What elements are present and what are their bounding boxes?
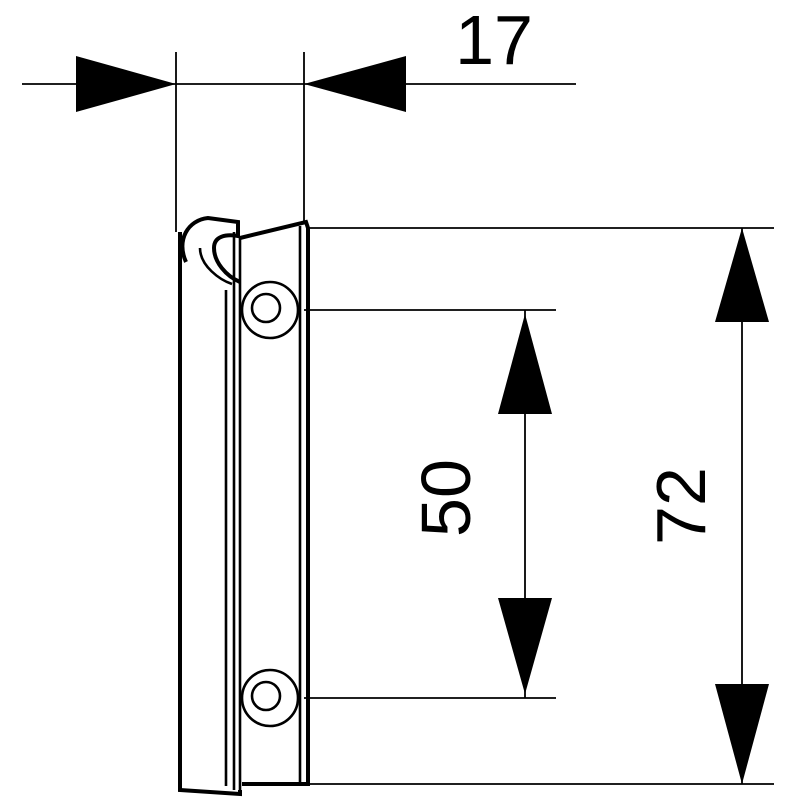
mounting-hole-top-inner [250,292,282,324]
handle-profile [178,215,310,797]
handle-hook-inner [198,247,233,286]
mounting-hole-bottom-inner [250,680,282,712]
dimension-total-height: 72 [308,227,774,785]
width-dimension-label: 17 [455,1,533,79]
height-dimension-label: 72 [642,467,720,545]
hole-spacing-arrow-bottom [498,598,552,694]
height-arrow-top [715,228,769,322]
dimension-width: 17 [22,1,576,232]
dimension-hole-spacing: 50 [304,309,556,699]
width-arrow-right [304,56,406,112]
hole-spacing-dimension-label: 50 [407,459,485,537]
height-arrow-bottom [715,684,769,784]
mounting-hole-bottom-outer [240,668,300,728]
width-arrow-left [76,56,176,112]
mounting-hole-top-outer [240,280,300,340]
handle-body-outline [178,232,242,797]
hole-spacing-arrow-top [498,314,552,414]
handle-top-hook [180,215,241,284]
